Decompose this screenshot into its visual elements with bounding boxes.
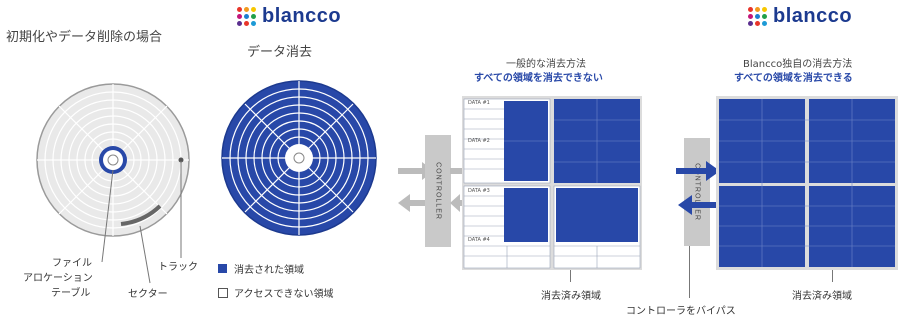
blancco-erased-pointer <box>832 270 833 282</box>
blancco-storage-grid <box>716 96 898 270</box>
general-storage-grid <box>462 96 642 270</box>
label-fat-3: テーブル <box>51 288 91 299</box>
legend-inaccessible-label: アクセスできない領域 <box>234 289 334 300</box>
blancco-logo-text-right: blancco <box>773 5 853 27</box>
label-track: トラック <box>158 262 198 273</box>
bypass-label: コントローラをバイパス <box>626 306 736 317</box>
blancco-logo-mark-right <box>748 7 767 26</box>
label-fat-2: アロケーション <box>23 273 93 284</box>
label-fat-1: ファイル <box>52 258 92 269</box>
general-title: 一般的な消去方法 <box>506 59 586 70</box>
legend-erased-swatch <box>218 264 227 273</box>
left-pointer-lines <box>101 161 182 284</box>
general-data-label-2: DATA #2 <box>468 138 490 144</box>
blancco-erased-label: 消去済み領域 <box>792 291 852 302</box>
legend-inaccessible-swatch <box>218 288 228 298</box>
general-controller: CONTROLLER <box>425 135 451 247</box>
blancco-logo-right: blancco <box>748 5 852 28</box>
blancco-subtitle: すべての領域を消去できる <box>734 73 853 84</box>
general-subtitle: すべての領域を消去できない <box>474 73 603 84</box>
general-erased-label: 消去済み領域 <box>541 291 601 302</box>
general-data-label-4: DATA #4 <box>468 237 490 243</box>
general-erased-pointer <box>570 270 571 282</box>
blancco-bypass-arrows <box>676 161 722 215</box>
left-title: 初期化やデータ削除の場合 <box>6 30 163 45</box>
general-data-label-1: DATA #1 <box>468 100 490 106</box>
disk-after <box>221 80 377 236</box>
general-controller-label: CONTROLLER <box>434 162 442 220</box>
blancco-logo-text: blancco <box>262 5 342 27</box>
blancco-controller: CONTROLLER <box>684 138 710 246</box>
middle-title: データ消去 <box>247 45 313 60</box>
blancco-title: Blancco独自の消去方法 <box>743 59 853 70</box>
blancco-logo-middle: blancco <box>237 5 341 28</box>
label-sector: セクター <box>128 289 168 300</box>
track-dot <box>178 157 184 163</box>
bypass-pointer <box>689 246 690 298</box>
sector-highlight <box>120 204 162 226</box>
legend-erased-label: 消去された領域 <box>234 265 304 276</box>
disk-before <box>36 83 190 237</box>
blancco-logo-mark <box>237 7 256 26</box>
general-data-label-3: DATA #3 <box>468 188 490 194</box>
